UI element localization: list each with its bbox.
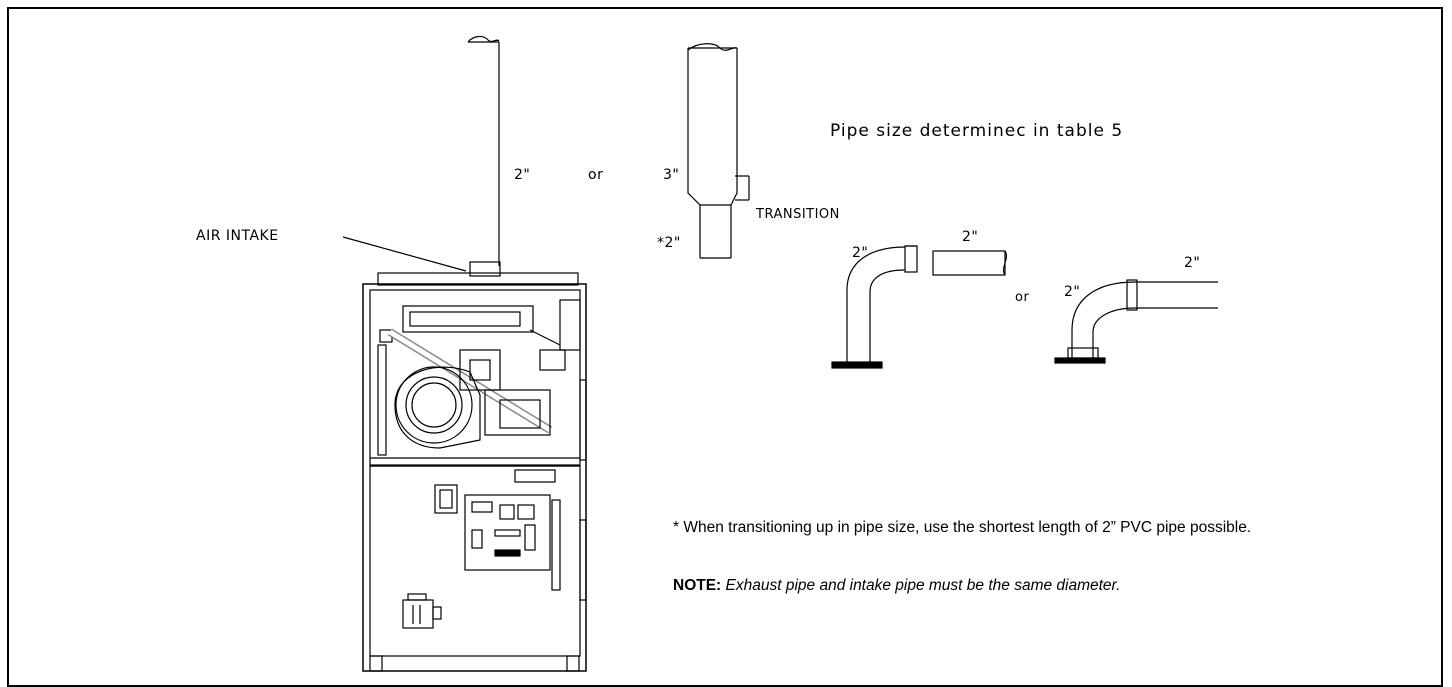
pipe-2in-drawing [467, 35, 501, 277]
furnace-drawing [362, 272, 587, 672]
transition-label: TRANSITION [756, 207, 840, 222]
note-label: NOTE: [673, 577, 722, 594]
pipe-3in-transition-drawing [687, 43, 750, 259]
note-line: NOTE: Exhaust pipe and intake pipe must … [673, 577, 1120, 595]
transition-note: * When transitioning up in pipe size, us… [673, 519, 1252, 536]
elbow2-vertical-size-label: 2" [1064, 284, 1081, 300]
or-elbows-label: or [1015, 290, 1030, 305]
elbow-1-drawing [831, 245, 918, 369]
pipe-size-title: Pipe size determinec in table 5 [830, 121, 1124, 141]
straight-size-label: 2" [962, 229, 979, 245]
pipe-3in-label: 3" [663, 167, 680, 183]
note-text: Exhaust pipe and intake pipe must be the… [725, 577, 1121, 594]
elbow1-size-label: 2" [852, 245, 869, 261]
straight-pipe-drawing [932, 250, 1008, 276]
air-intake-label: AIR INTAKE [196, 228, 279, 244]
pipe-star-2in-label: *2" [657, 235, 681, 251]
elbow2-horizontal-size-label: 2" [1184, 255, 1201, 271]
pipe-2in-label: 2" [514, 167, 531, 183]
or-label: or [588, 167, 604, 183]
elbow-2-drawing [1054, 279, 1218, 364]
air-intake-leader [342, 236, 467, 272]
